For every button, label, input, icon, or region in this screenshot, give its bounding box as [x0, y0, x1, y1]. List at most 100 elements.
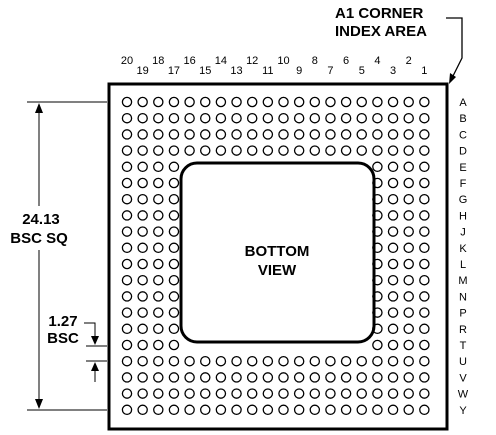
solder-ball-U13 [231, 355, 242, 367]
solder-ball-B9 [293, 112, 305, 124]
solder-ball-B16 [184, 112, 195, 124]
solder-ball-V2 [403, 372, 414, 383]
solder-ball-K18 [153, 242, 164, 254]
solder-ball-W2 [403, 388, 414, 399]
solder-ball-P20 [121, 307, 133, 318]
solder-ball-E3 [387, 161, 399, 173]
solder-ball-G20 [121, 193, 133, 205]
solder-ball-U6 [340, 355, 352, 367]
solder-ball-P19 [137, 307, 148, 318]
solder-ball-A15 [199, 96, 211, 108]
solder-ball-M19 [137, 274, 148, 286]
solder-ball-N18 [153, 291, 164, 302]
solder-ball-W15 [199, 388, 211, 399]
solder-ball-W8 [309, 388, 321, 399]
solder-ball-D6 [340, 145, 352, 156]
solder-ball-A8 [309, 96, 321, 108]
solder-ball-H18 [153, 210, 164, 221]
column-label-10: 10 [277, 55, 289, 67]
solder-ball-R18 [153, 323, 164, 335]
solder-ball-T19 [137, 339, 148, 351]
solder-ball-D11 [262, 145, 274, 156]
solder-ball-K17 [168, 242, 180, 254]
solder-ball-H1 [419, 210, 430, 221]
solder-ball-P1 [419, 307, 430, 318]
solder-ball-F20 [121, 177, 133, 189]
solder-ball-U18 [153, 355, 164, 367]
solder-ball-V6 [340, 372, 352, 383]
solder-ball-D10 [278, 145, 289, 156]
solder-ball-M20 [121, 274, 133, 286]
solder-ball-B19 [137, 112, 148, 124]
solder-ball-V20 [121, 372, 133, 383]
solder-ball-D19 [137, 145, 148, 156]
solder-ball-V18 [153, 372, 164, 383]
solder-ball-T18 [153, 339, 164, 351]
solder-ball-C11 [262, 129, 274, 140]
solder-ball-G2 [403, 193, 414, 205]
column-label-8: 8 [312, 55, 318, 67]
solder-ball-C12 [246, 129, 258, 140]
solder-ball-E1 [419, 161, 430, 173]
solder-ball-V3 [387, 372, 399, 383]
solder-ball-J17 [168, 226, 180, 237]
solder-ball-B2 [403, 112, 414, 124]
column-label-1: 1 [421, 65, 427, 77]
solder-ball-W13 [231, 388, 242, 399]
solder-ball-C8 [309, 129, 321, 140]
solder-ball-K3 [387, 242, 399, 254]
solder-ball-U5 [356, 355, 367, 367]
solder-ball-U20 [121, 355, 133, 367]
column-label-18: 18 [152, 55, 164, 67]
solder-ball-M4 [372, 274, 383, 286]
solder-ball-U10 [278, 355, 289, 367]
solder-ball-V1 [419, 372, 430, 383]
solder-ball-J3 [387, 226, 399, 237]
solder-ball-H20 [121, 210, 133, 221]
solder-ball-R19 [137, 323, 148, 335]
row-label-C: C [459, 129, 467, 141]
solder-ball-R1 [419, 323, 430, 335]
row-label-T: T [460, 340, 467, 352]
column-label-15: 15 [199, 65, 211, 77]
solder-ball-D3 [387, 145, 399, 156]
solder-ball-T20 [121, 339, 133, 351]
solder-ball-L2 [403, 258, 414, 270]
a1-corner-leader-line [446, 17, 463, 79]
solder-ball-G19 [137, 193, 148, 205]
solder-ball-A13 [231, 96, 242, 108]
solder-ball-L3 [387, 258, 399, 270]
solder-ball-W6 [340, 388, 352, 399]
pitch-dimension-qualifier: BSC [47, 330, 79, 347]
solder-ball-T2 [403, 339, 414, 351]
solder-ball-W19 [137, 388, 148, 399]
solder-ball-M18 [153, 274, 164, 286]
solder-ball-C19 [137, 129, 148, 140]
column-label-9: 9 [296, 65, 302, 77]
solder-ball-W11 [262, 388, 274, 399]
solder-ball-A20 [121, 96, 133, 108]
solder-ball-V5 [356, 372, 367, 383]
solder-ball-grid [121, 96, 430, 416]
solder-ball-B4 [372, 112, 383, 124]
pitch-arrowhead-lower [91, 362, 99, 371]
column-label-16: 16 [183, 55, 195, 67]
solder-ball-E18 [153, 161, 164, 173]
solder-ball-T4 [372, 339, 383, 351]
solder-ball-W3 [387, 388, 399, 399]
column-label-5: 5 [359, 65, 365, 77]
solder-ball-M17 [168, 274, 180, 286]
solder-ball-H3 [387, 210, 399, 221]
solder-ball-C6 [340, 129, 352, 140]
solder-ball-Y20 [121, 404, 133, 416]
solder-ball-A11 [262, 96, 274, 108]
solder-ball-N19 [137, 291, 148, 302]
column-label-20: 20 [121, 55, 133, 67]
solder-ball-A19 [137, 96, 148, 108]
solder-ball-U19 [137, 355, 148, 367]
solder-ball-D4 [372, 145, 383, 156]
solder-ball-Y18 [153, 404, 164, 416]
row-label-W: W [458, 389, 469, 401]
solder-ball-W16 [184, 388, 195, 399]
solder-ball-G1 [419, 193, 430, 205]
